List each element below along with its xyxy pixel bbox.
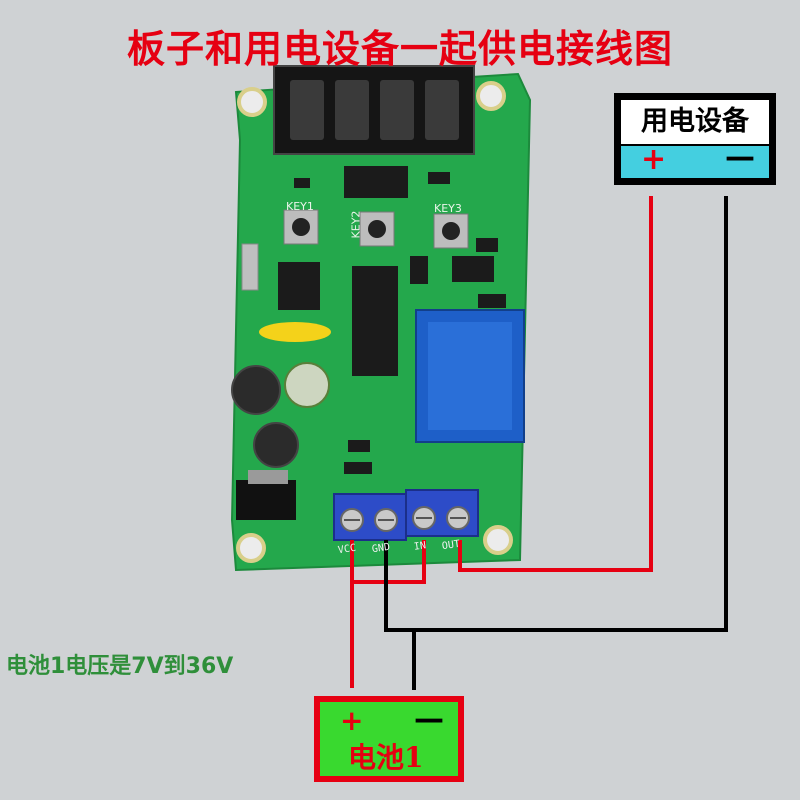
battery-box: + — 电池1 bbox=[314, 696, 464, 782]
seven-segment-display bbox=[273, 65, 475, 155]
key1-label: KEY1 bbox=[286, 200, 314, 213]
wire-red-vcc-in bbox=[352, 540, 426, 584]
key3-label: KEY3 bbox=[434, 202, 462, 215]
terminal-blocks bbox=[333, 489, 479, 541]
load-device-box: 用电设备 + — bbox=[614, 93, 776, 185]
battery-plus-sign: + bbox=[340, 704, 364, 737]
terminal-in-label: IN bbox=[413, 540, 427, 553]
voltage-note: 电池1电压是7V到36V bbox=[6, 654, 234, 679]
key2-label: KEY2 bbox=[349, 210, 363, 239]
battery-minus-sign: — bbox=[414, 702, 444, 737]
pcb-board bbox=[230, 65, 532, 572]
relay bbox=[415, 309, 525, 443]
battery-body: + — 电池1 bbox=[320, 702, 458, 776]
wire-black-device bbox=[386, 196, 728, 632]
device-plus-sign: + bbox=[641, 142, 667, 177]
device-label: 用电设备 bbox=[621, 100, 769, 144]
wires bbox=[350, 196, 728, 690]
device-terminal-band: + — bbox=[621, 140, 769, 178]
battery-label: 电池1 bbox=[348, 741, 424, 774]
diagram-title: 板子和用电设备一起供电接线图 bbox=[126, 26, 673, 71]
wire-red-out-device bbox=[458, 196, 653, 572]
key-buttons bbox=[283, 209, 469, 249]
device-minus-sign: — bbox=[725, 140, 755, 175]
